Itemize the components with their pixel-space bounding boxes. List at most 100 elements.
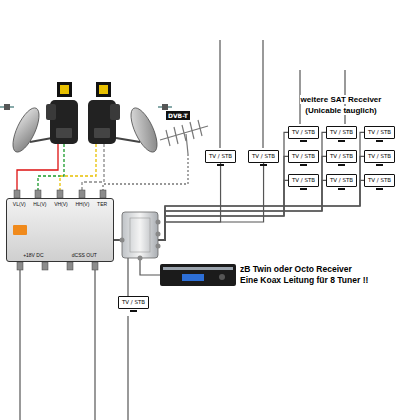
- tv-stb-box: TV / STB: [248, 150, 279, 163]
- tv-stb-box: TV / STB: [364, 174, 395, 187]
- satellite-dish: [116, 138, 140, 142]
- satellite-dish: [30, 138, 52, 142]
- splitter: [156, 232, 161, 237]
- receiver-device: [219, 274, 225, 280]
- lnb-cable: [60, 144, 96, 190]
- dvbt-antenna: [198, 120, 202, 136]
- port-label: VL(V): [13, 202, 26, 208]
- tv-stb-box: TV / STB: [326, 174, 357, 187]
- device-label: TV / STB: [330, 153, 353, 160]
- port-row: +18V DC dCSS OUT: [9, 253, 111, 259]
- tv-stb-box: TV / STB: [288, 174, 319, 187]
- satellite-icon: [0, 106, 4, 108]
- lnb-icon: [57, 82, 72, 97]
- device-label: TV / STB: [292, 129, 315, 136]
- satellite-icon: [168, 106, 172, 108]
- dvbt-antenna: [174, 127, 178, 144]
- device-label: TV / STB: [252, 153, 275, 160]
- caption-text: Eine Koax Leitung für 8 Tuner !!: [240, 275, 368, 286]
- f-connector: [67, 262, 73, 270]
- group-heading: (Unicable tauglich): [304, 106, 378, 115]
- receiver-caption: zB Twin oder Octo ReceiverEine Koax Leit…: [240, 264, 368, 285]
- tv-stb-box: TV / STB: [326, 126, 357, 139]
- splitter: [122, 212, 158, 258]
- coax-cable: [19, 270, 20, 420]
- lnb-cable: [103, 154, 188, 190]
- lnb-cable: [82, 144, 104, 190]
- device-label: TV / STB: [368, 177, 391, 184]
- device-label: TV / STB: [209, 153, 232, 160]
- splitter: [120, 212, 161, 261]
- lnb-cable: [17, 144, 188, 190]
- dvbt-antenna: [190, 122, 194, 139]
- f-connector: [14, 190, 20, 198]
- port-label: TER: [97, 202, 107, 208]
- receiver-box: zB Twin oder Octo ReceiverEine Koax Leit…: [160, 262, 368, 288]
- tv-stb-box: TV / STB: [288, 150, 319, 163]
- tv-stb-box: TV / STB: [288, 126, 319, 139]
- caption-text: zB Twin oder Octo Receiver: [240, 264, 368, 275]
- f-connector: [92, 262, 98, 270]
- brand-logo: [13, 225, 27, 235]
- lnb-icon: [60, 85, 69, 94]
- antenna-label: DVB-T: [166, 111, 190, 120]
- splitter: [156, 244, 161, 249]
- receiver-device: [160, 264, 236, 286]
- device-label: TV / STB: [368, 129, 391, 136]
- device-label: TV / STB: [122, 299, 145, 306]
- multiswitch: VL(V) HL(V) VH(V) HH(V) TER +18V DC dCSS OUT: [6, 198, 114, 262]
- dvbt-antenna: [160, 120, 208, 154]
- coax-cable: [219, 40, 220, 148]
- quad-lnb: [94, 128, 110, 138]
- satellite-icon: [4, 104, 10, 110]
- port-label: HL(V): [33, 202, 46, 208]
- f-connector: [17, 262, 23, 270]
- coax-cable: [127, 316, 128, 420]
- quad-lnb: [46, 104, 56, 120]
- quad-lnb: [46, 100, 120, 144]
- tv-stb-box: TV / STB: [118, 296, 149, 309]
- device-label: TV / STB: [330, 177, 353, 184]
- splitter: [156, 220, 161, 225]
- port-row: VL(V) HL(V) VH(V) HH(V) TER: [9, 202, 111, 208]
- tv-stb-box: TV / STB: [205, 150, 236, 163]
- group-heading: weitere SAT Receiver: [300, 95, 383, 104]
- coax-cable: [262, 40, 263, 148]
- dvbt-antenna: [166, 130, 170, 146]
- tv-stb-box: TV / STB: [364, 126, 395, 139]
- lnb-icon: [96, 82, 111, 97]
- satellite-dish: [126, 104, 163, 155]
- tv-stb-box: TV / STB: [364, 150, 395, 163]
- lnb-icon: [99, 85, 108, 94]
- device-label: TV / STB: [292, 177, 315, 184]
- port-label: +18V DC: [23, 253, 43, 259]
- dvbt-antenna: [182, 125, 186, 141]
- f-connector: [42, 262, 48, 270]
- satellite-icon: [10, 106, 14, 108]
- device-label: TV / STB: [368, 153, 391, 160]
- port-label: VH(V): [54, 202, 68, 208]
- f-connector: [79, 190, 85, 198]
- f-connector: [57, 190, 63, 198]
- satellite-icon: [0, 104, 172, 110]
- coax-cable: [94, 270, 95, 420]
- f-connector: [100, 190, 106, 198]
- port-label: HH(V): [75, 202, 89, 208]
- tv-stb-box: TV / STB: [326, 150, 357, 163]
- satellite-dish: [8, 104, 45, 155]
- port-label: dCSS OUT: [72, 253, 97, 259]
- device-label: TV / STB: [330, 129, 353, 136]
- receiver-display: [182, 274, 204, 281]
- receiver-device: [163, 267, 233, 270]
- splitter: [130, 218, 150, 252]
- lnb-icon: [57, 82, 111, 97]
- satellite-dish: [8, 104, 163, 155]
- receiver-device: [160, 262, 236, 288]
- satellite-icon: [162, 104, 168, 110]
- device-label: TV / STB: [292, 153, 315, 160]
- splitter: [120, 238, 125, 243]
- quad-lnb: [56, 128, 72, 138]
- quad-lnb: [110, 104, 120, 120]
- f-connector: [35, 190, 41, 198]
